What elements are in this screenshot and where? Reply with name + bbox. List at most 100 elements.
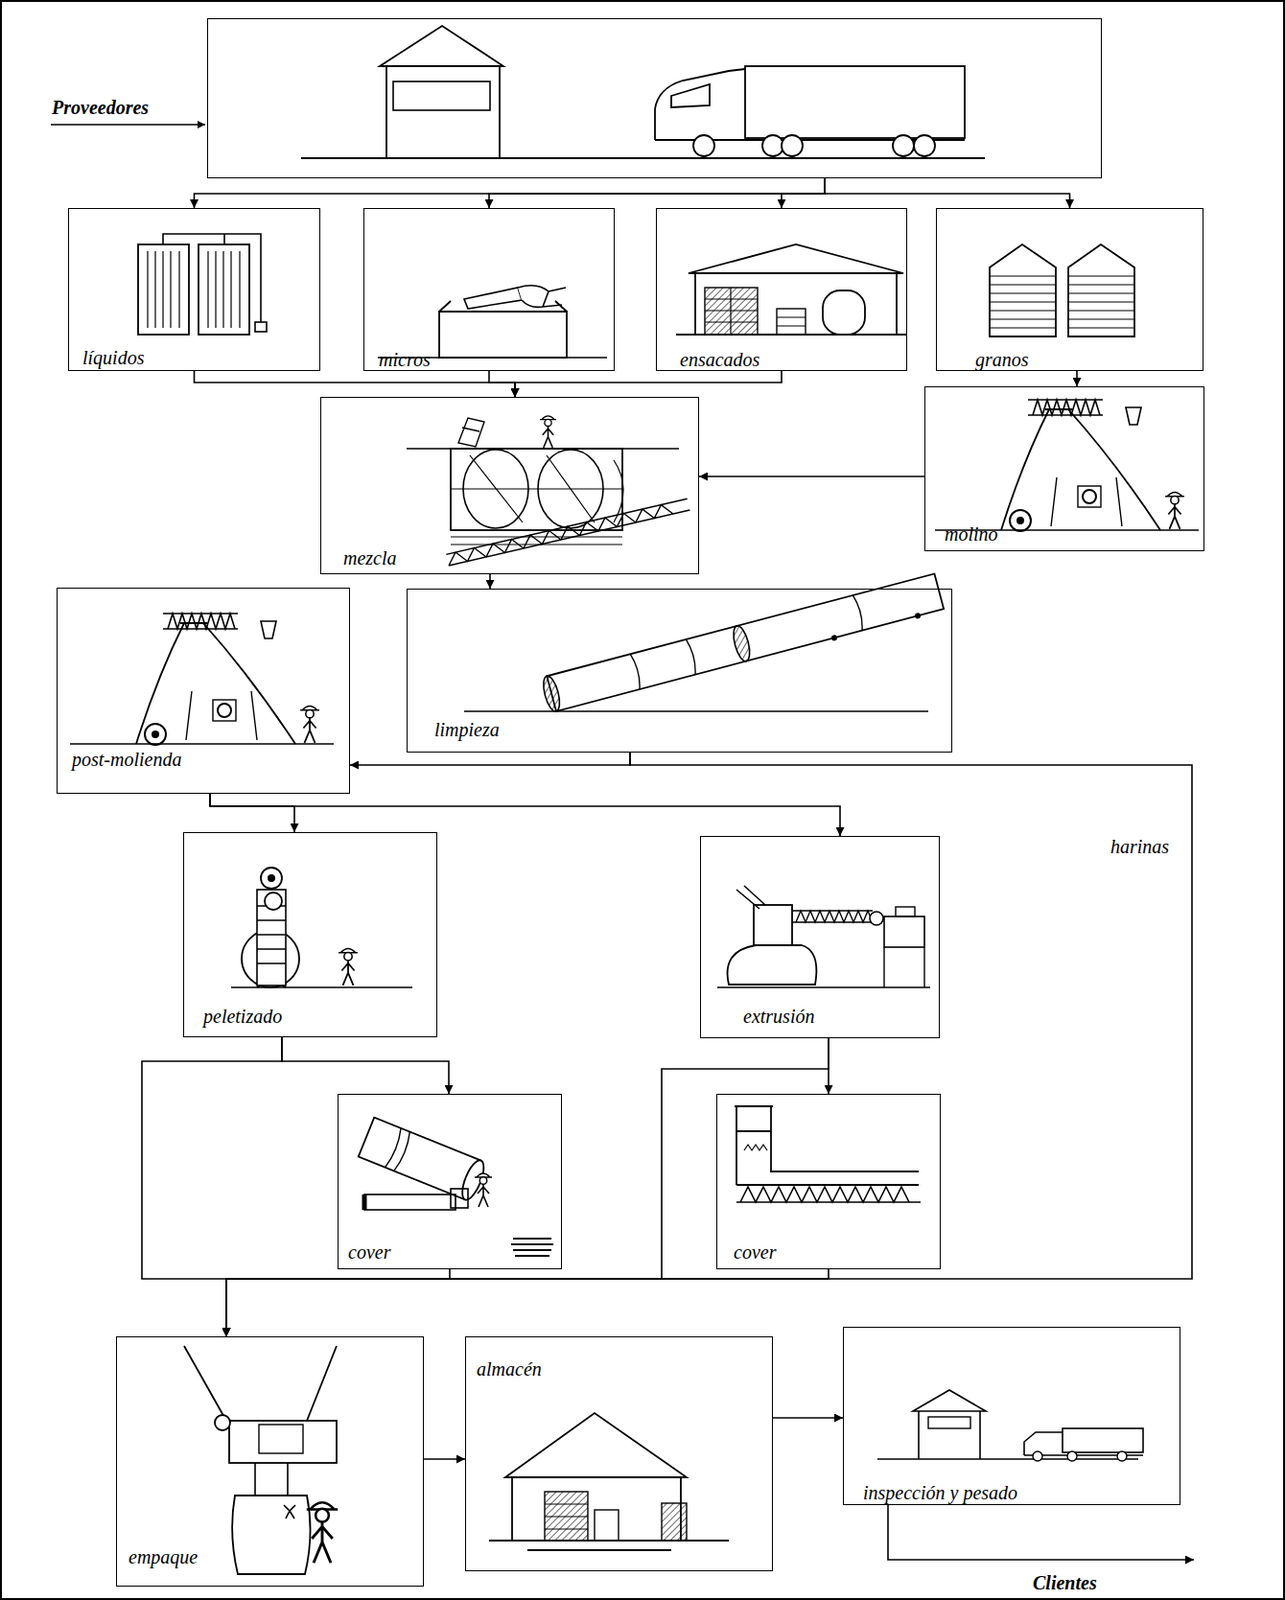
tank-stripes <box>147 251 240 328</box>
hammer-mill <box>70 613 334 746</box>
process-box: ensacados <box>655 208 908 372</box>
guard-house <box>379 25 504 159</box>
process-box: mezcla <box>320 397 700 575</box>
truck-cab <box>1024 1432 1144 1456</box>
roller <box>214 1415 231 1431</box>
weigher <box>229 1421 337 1464</box>
worker-figure <box>338 948 358 986</box>
process-box: Proveedores <box>207 18 1102 179</box>
process-box: líquidos <box>68 208 321 372</box>
ground-line <box>301 157 985 160</box>
worker-figure <box>306 1502 338 1564</box>
feed-box <box>450 1189 468 1209</box>
valve <box>255 322 267 332</box>
hammer-mill <box>934 399 1199 532</box>
flow-arrow <box>350 752 631 766</box>
warehouse <box>489 1413 729 1551</box>
node-label: limpieza <box>434 719 950 741</box>
truck-trailer <box>745 66 965 139</box>
node-label: líquidos <box>82 347 318 369</box>
liquid-level <box>744 1144 768 1151</box>
feed-bag <box>232 1495 310 1575</box>
conditioner-hub <box>267 874 276 883</box>
text-node: Clientes <box>1026 1560 1194 1599</box>
node-label: empaque <box>128 1546 421 1568</box>
process-box: empaque <box>116 1336 424 1588</box>
truck-trailer <box>1062 1428 1144 1453</box>
dryer-box <box>884 916 925 948</box>
node-label: peletizado <box>203 1005 435 1028</box>
silo-rings <box>989 276 1135 328</box>
flow-arrow <box>281 1037 449 1095</box>
mixer-shaft <box>450 455 624 523</box>
flow-arrow <box>489 178 825 209</box>
process-box: extrusión <box>700 836 940 1039</box>
bag-pile <box>511 1238 554 1257</box>
node-label: Clientes <box>1032 1572 1191 1594</box>
flow-arrow <box>226 752 1192 1337</box>
node-label: post-molienda <box>71 748 348 771</box>
house-window <box>393 81 491 111</box>
cleaning-drum <box>464 573 945 716</box>
drum-roller <box>830 634 838 642</box>
truck-wheel <box>892 135 914 157</box>
liquid-tanks <box>138 233 267 335</box>
node-label: ensacados <box>679 349 905 371</box>
hand <box>517 285 566 308</box>
bag-rows <box>776 317 806 327</box>
drum-rings <box>630 594 865 690</box>
flow-arrow <box>226 1038 829 1337</box>
silo <box>989 244 1135 337</box>
node-label: extrusión <box>743 1005 937 1028</box>
drum-end <box>540 674 563 713</box>
micro-ingredients <box>377 285 608 358</box>
coating-screw <box>734 1106 921 1203</box>
micro-box <box>439 301 567 358</box>
scoop <box>464 287 522 309</box>
flow-arrow <box>489 574 491 589</box>
dryer-legs <box>884 947 925 988</box>
flow-arrow <box>781 178 825 209</box>
hopper <box>184 1346 337 1422</box>
conditioner <box>260 867 282 889</box>
process-box: limpieza <box>406 588 953 753</box>
flow-arrow <box>489 371 515 398</box>
flow-arrow <box>226 1269 450 1337</box>
bag-stack <box>776 308 806 335</box>
worker-figure <box>474 1173 492 1208</box>
flow-arrow <box>514 371 782 398</box>
weigher-window <box>258 1425 304 1454</box>
bag-stack <box>704 287 758 335</box>
screw-conveyor <box>445 498 690 566</box>
node-label: granos <box>975 349 1201 371</box>
extruder <box>717 886 931 988</box>
node-label: cover <box>733 1241 938 1263</box>
drum-body <box>546 573 944 712</box>
flow-arrow <box>824 178 1071 209</box>
bagging-station <box>184 1346 338 1575</box>
coating-tank <box>734 1106 919 1186</box>
worker-figure <box>539 416 557 448</box>
node-label: Proveedores <box>51 96 206 118</box>
bag-stack <box>594 1510 619 1542</box>
supplier-arrow <box>50 123 206 126</box>
truck-wheel <box>693 135 715 157</box>
node-label: almacén <box>476 1358 771 1380</box>
flow-arrow <box>699 475 925 478</box>
flow-arrow <box>226 1269 829 1337</box>
truck-wheel <box>913 135 935 157</box>
grain-silos <box>989 244 1135 337</box>
bag-stack <box>661 1503 687 1542</box>
flow-arrow <box>194 178 826 209</box>
screw-conveyor <box>736 1187 921 1203</box>
truck-cab <box>654 69 965 141</box>
node-label: mezcla <box>343 547 697 569</box>
weighbridge <box>877 1390 1144 1462</box>
dryer-top <box>895 907 915 917</box>
flow-arrow <box>772 1417 843 1420</box>
extruder-base <box>727 945 818 985</box>
tower-rungs <box>257 906 286 988</box>
